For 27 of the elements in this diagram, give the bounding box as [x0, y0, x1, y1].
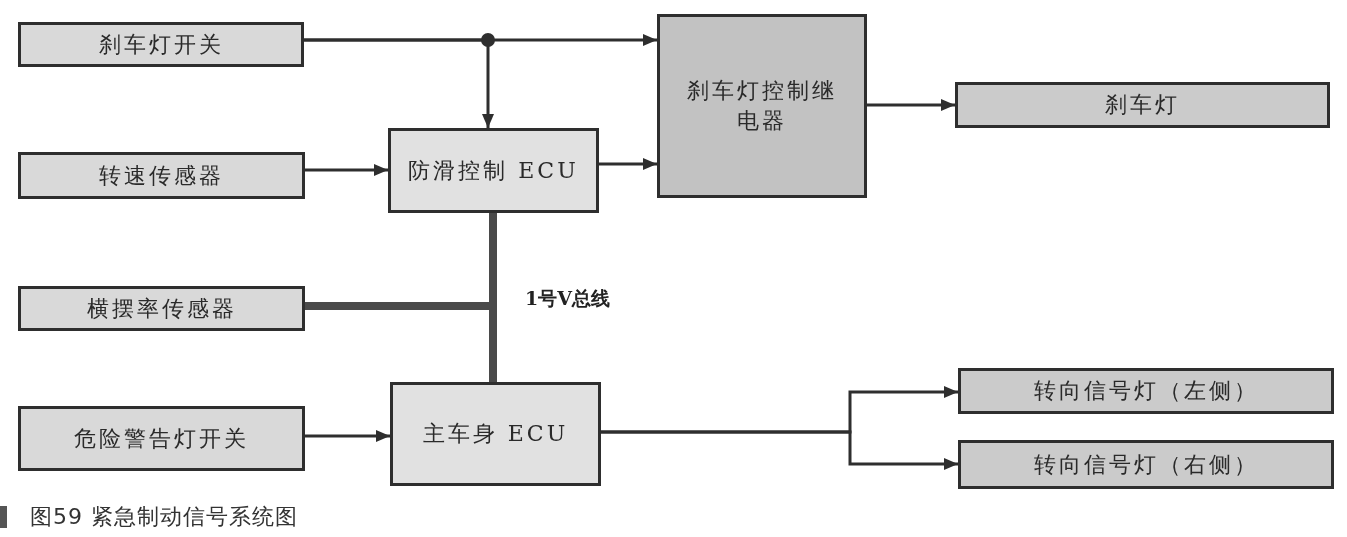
arrow — [601, 430, 958, 470]
arrow — [304, 38, 494, 128]
process-box — [18, 152, 305, 199]
node-label: 刹车灯控制继电器 — [686, 77, 838, 135]
node-label: 危险警告灯开关 — [74, 424, 249, 453]
process-box — [18, 286, 305, 331]
process-box — [18, 406, 305, 471]
node-label: 刹车灯开关 — [98, 30, 224, 59]
figure-caption: 图59 紧急制动信号系统图 — [30, 503, 298, 531]
process-box — [657, 14, 867, 198]
arrow — [867, 99, 955, 111]
arrow — [305, 430, 390, 442]
arrow — [305, 164, 388, 176]
node-label: 转向信号灯（右侧） — [1033, 450, 1259, 479]
process-box — [388, 128, 599, 213]
node-label: 防滑控制 ECU — [408, 156, 579, 185]
process-box — [955, 82, 1330, 128]
process-box — [18, 22, 304, 67]
node-label: 横摆率传感器 — [86, 294, 237, 323]
node-label: 转速传感器 — [99, 161, 224, 190]
process-box — [390, 382, 601, 486]
node-label: 主车身 ECU — [422, 420, 569, 449]
arrow — [599, 158, 657, 170]
node-label: 转向信号灯（左侧） — [1033, 377, 1259, 406]
node-label: 刹车灯 — [1105, 91, 1180, 120]
process-box — [958, 440, 1334, 489]
process-box — [958, 368, 1334, 414]
